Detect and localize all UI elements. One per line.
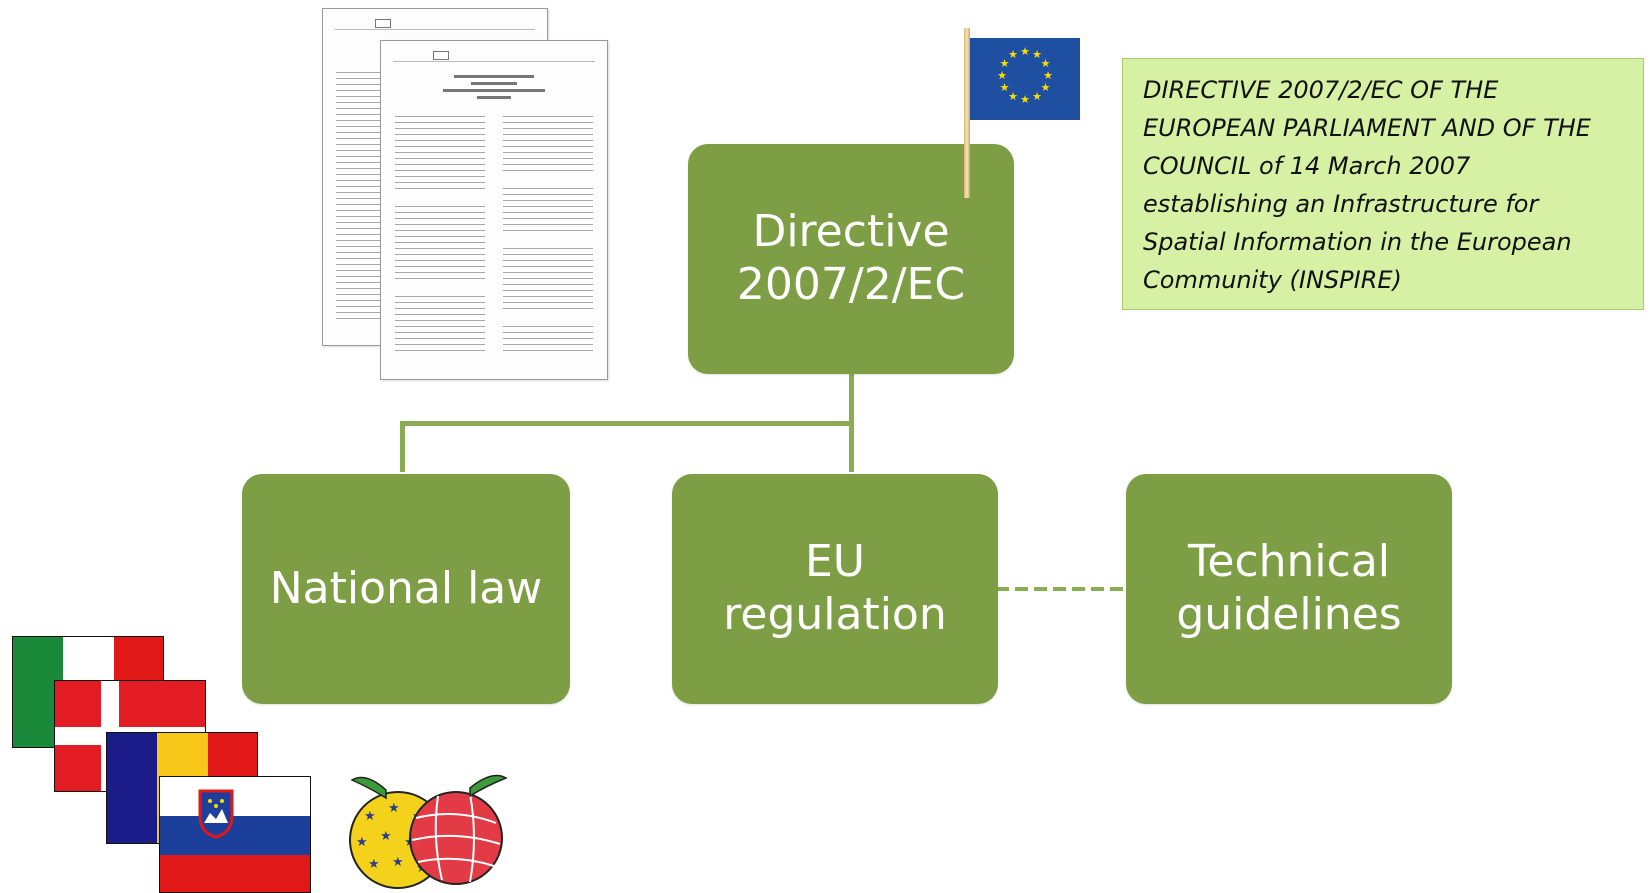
svg-text:★: ★ (1000, 81, 1010, 94)
note-line: Community (INSPIRE) (1143, 266, 1402, 294)
technical-guidelines-label: Technical guidelines (1176, 536, 1402, 640)
svg-text:★: ★ (1020, 93, 1030, 106)
svg-text:★: ★ (380, 829, 392, 844)
slovenia-flag-icon (159, 776, 311, 893)
note-line: EUROPEAN PARLIAMENT AND OF THE (1143, 114, 1591, 142)
directive-note: DIRECTIVE 2007/2/EC OF THE EUROPEAN PARL… (1122, 58, 1644, 310)
note-line: Spatial Information in the European (1143, 228, 1572, 256)
svg-text:★: ★ (392, 855, 404, 870)
svg-text:★: ★ (1032, 48, 1042, 61)
svg-text:★: ★ (1020, 45, 1030, 58)
svg-text:★: ★ (1041, 57, 1051, 70)
national-law-box[interactable]: National law (242, 474, 570, 704)
svg-text:★: ★ (1041, 81, 1051, 94)
eu-regulation-label: EU regulation (723, 536, 947, 640)
svg-text:★: ★ (388, 801, 400, 816)
svg-text:★: ★ (368, 857, 380, 872)
eu-flag-icon: ★ ★ ★ ★ ★ ★ ★ ★ ★ ★ ★ ★ (970, 38, 1080, 120)
svg-text:★: ★ (1008, 48, 1018, 61)
svg-text:★: ★ (1000, 57, 1010, 70)
regulation-document-front (380, 40, 608, 380)
svg-text:★: ★ (1032, 90, 1042, 103)
dashed-connector (996, 587, 1126, 591)
svg-text:★: ★ (1043, 69, 1053, 82)
svg-text:★: ★ (1008, 90, 1018, 103)
svg-text:★: ★ (356, 835, 368, 850)
note-line: DIRECTIVE 2007/2/EC OF THE (1143, 76, 1499, 104)
connector-horizontal (400, 421, 854, 426)
eu-regulation-box[interactable]: EU regulation (672, 474, 998, 704)
svg-text:★: ★ (997, 69, 1007, 82)
directive-label: Directive 2007/2/EC (736, 206, 966, 310)
national-law-label: National law (269, 562, 543, 614)
technical-guidelines-box[interactable]: Technical guidelines (1126, 474, 1452, 704)
inspire-globes-icon: ★★★ ★★★ ★★★ (349, 774, 508, 889)
directive-box[interactable]: Directive 2007/2/EC (688, 144, 1014, 374)
flag-pole (964, 28, 970, 198)
svg-text:★: ★ (364, 809, 376, 824)
connector-national-law (400, 421, 405, 472)
note-line: establishing an Infrastructure for (1143, 190, 1539, 218)
note-line: COUNCIL of 14 March 2007 (1143, 152, 1471, 180)
